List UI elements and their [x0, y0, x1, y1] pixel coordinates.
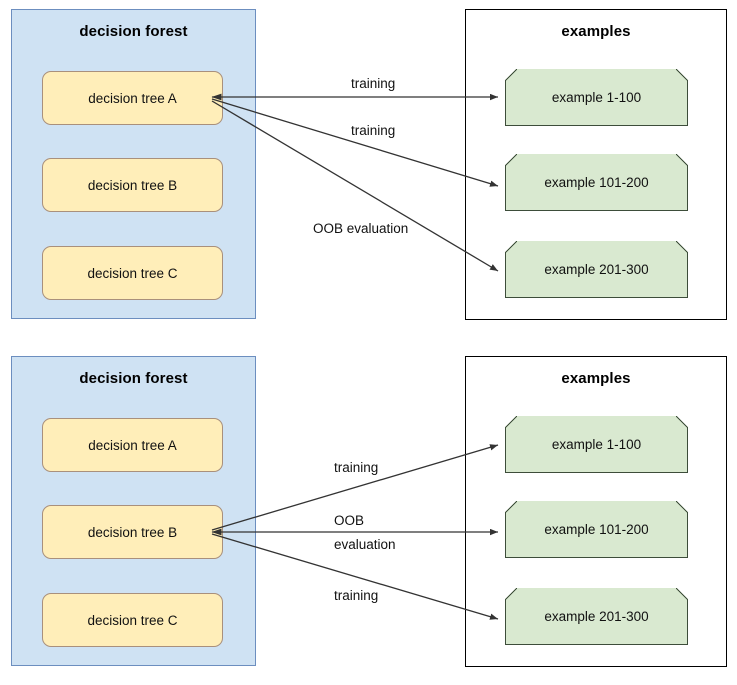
- edge-label-training-1-bottom: training: [334, 460, 379, 475]
- edge-label-oob-line1-bottom: OOB: [334, 513, 365, 528]
- examples-title-bottom: examples: [561, 370, 631, 387]
- diagram-top: decision forest decision tree A decision…: [0, 0, 737, 330]
- examples-panel-bottom: examples example 1-100 example 101-200 e…: [465, 356, 727, 667]
- example-101-200-label-top: example 101-200: [544, 175, 649, 190]
- arrow-layer-top: [211, 93, 499, 272]
- edge-label-oob-evaluation-top: OOB evaluation: [313, 221, 409, 236]
- decision-tree-a-label-top: decision tree A: [88, 90, 177, 106]
- decision-tree-c-box-top[interactable]: decision tree C: [42, 246, 223, 300]
- examples-panel-top: examples example 1-100 example 101-200 e…: [465, 9, 727, 320]
- example-201-300-box-bottom[interactable]: example 201-300: [505, 588, 688, 645]
- decision-forest-title-top: decision forest: [79, 23, 188, 40]
- decision-tree-b-box-top[interactable]: decision tree B: [42, 158, 223, 212]
- decision-tree-a-box-bottom[interactable]: decision tree A: [42, 418, 223, 472]
- example-201-300-label-top: example 201-300: [544, 262, 649, 277]
- decision-forest-panel-bottom: decision forest decision tree A decision…: [11, 356, 256, 666]
- decision-forest-title-bottom: decision forest: [79, 370, 188, 387]
- example-201-300-box-top[interactable]: example 201-300: [505, 241, 688, 298]
- example-1-100-label-top: example 1-100: [551, 90, 642, 105]
- arrow-layer-bottom: [211, 444, 499, 620]
- edge-label-training-2-bottom: training: [334, 588, 379, 603]
- decision-tree-b-label-top: decision tree B: [87, 177, 178, 193]
- decision-forest-panel-top: decision forest decision tree A decision…: [11, 9, 256, 319]
- decision-tree-c-box-bottom[interactable]: decision tree C: [42, 593, 223, 647]
- diagram-bottom: decision forest decision tree A decision…: [0, 347, 737, 677]
- edge-label-oob-line2-bottom: evaluation: [334, 537, 396, 552]
- example-201-300-label-bottom: example 201-300: [544, 609, 649, 624]
- edge-label-training-2-top: training: [351, 123, 396, 138]
- decision-tree-b-box-bottom[interactable]: decision tree B: [42, 505, 223, 559]
- edge-arrow-training-2-bottom: [211, 533, 499, 620]
- decision-tree-c-label-bottom: decision tree C: [87, 612, 178, 628]
- example-1-100-box-bottom[interactable]: example 1-100: [505, 416, 688, 473]
- edge-label-training-1-top: training: [351, 76, 396, 91]
- example-1-100-box-top[interactable]: example 1-100: [505, 69, 688, 126]
- example-101-200-label-bottom: example 101-200: [544, 522, 649, 537]
- edge-arrow-training-2-top: [211, 98, 499, 187]
- decision-tree-a-box-top[interactable]: decision tree A: [42, 71, 223, 125]
- example-1-100-label-bottom: example 1-100: [551, 437, 642, 452]
- edge-arrow-oob-top: [211, 100, 499, 272]
- decision-tree-c-label-top: decision tree C: [87, 265, 178, 281]
- decision-tree-a-label-bottom: decision tree A: [88, 437, 177, 453]
- example-101-200-box-top[interactable]: example 101-200: [505, 154, 688, 211]
- edge-arrow-training-1-bottom: [211, 444, 499, 531]
- example-101-200-box-bottom[interactable]: example 101-200: [505, 501, 688, 558]
- examples-title-top: examples: [561, 23, 631, 40]
- decision-tree-b-label-bottom: decision tree B: [87, 524, 178, 540]
